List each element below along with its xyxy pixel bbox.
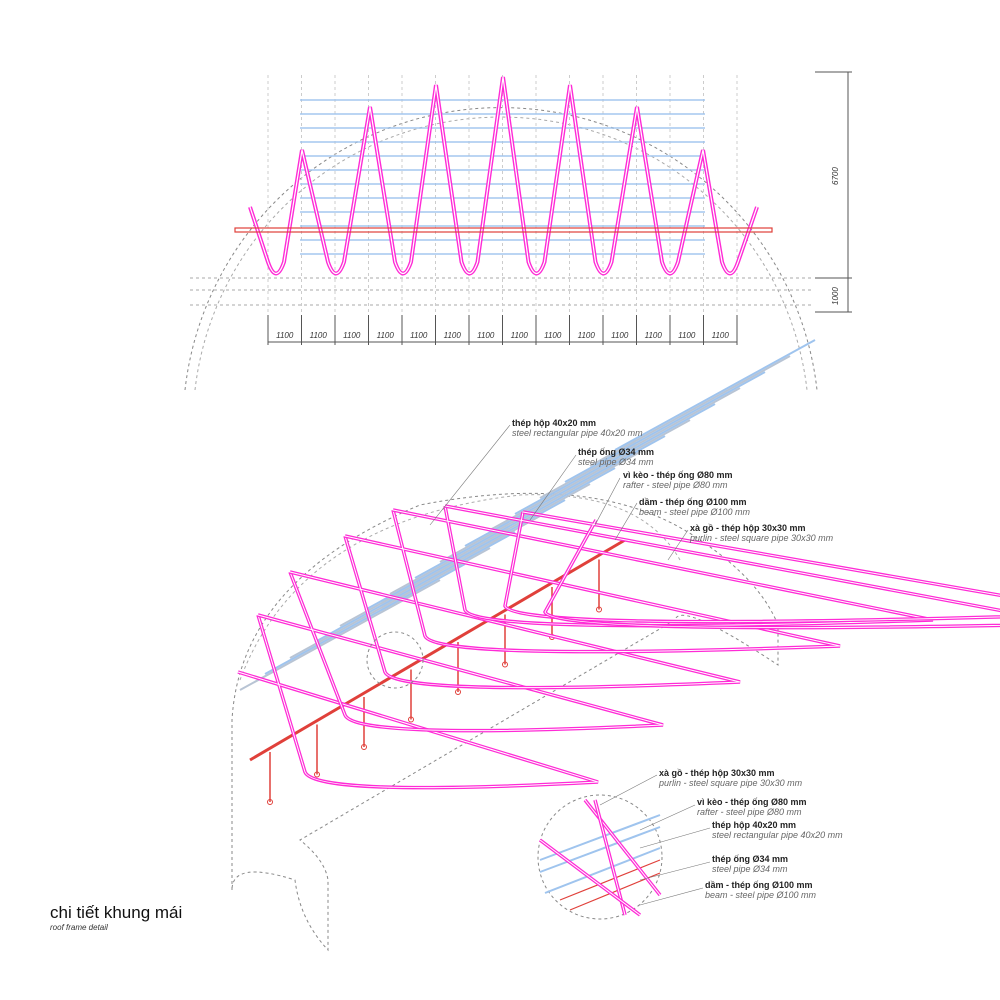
leader-line xyxy=(429,424,511,526)
purlin xyxy=(389,483,591,595)
leader-line xyxy=(599,774,658,806)
purlin xyxy=(514,403,716,515)
rafter-inner xyxy=(392,505,934,627)
spacing-label: 1100 xyxy=(343,331,361,340)
spacing-label: 1100 xyxy=(410,331,428,340)
detail-rafter-inner xyxy=(539,839,641,916)
height-dimension-label: 6700 xyxy=(831,167,840,185)
leader-line xyxy=(667,529,689,561)
purlin xyxy=(589,355,791,467)
spacing-label: 1100 xyxy=(611,331,629,340)
detail-beam xyxy=(569,872,661,911)
leader-line xyxy=(639,827,711,849)
detail-marker-circle xyxy=(366,631,424,689)
column-base xyxy=(408,716,414,723)
purlin xyxy=(264,563,466,675)
spacing-label: 1100 xyxy=(511,331,529,340)
column-base xyxy=(455,689,461,695)
rafter-inner xyxy=(522,511,1000,629)
detail-purlin xyxy=(539,826,661,873)
rafter-inner xyxy=(444,505,1000,623)
spacing-dimensions: 1100 1100 1100 1100 1100 1100 1100 1100 1100 1100… xyxy=(267,315,738,345)
spacing-label: 1100 xyxy=(645,331,663,340)
beam xyxy=(234,227,773,233)
column-base xyxy=(267,799,273,805)
detail-purlin xyxy=(544,847,661,894)
detail-rafter-inner xyxy=(594,799,626,916)
callout-leaders xyxy=(429,424,711,906)
spacing-label: 1100 xyxy=(712,331,730,340)
spacing-label: 1100 xyxy=(678,331,696,340)
isometric-view xyxy=(231,339,1000,952)
detail-circle xyxy=(366,631,663,920)
rafter xyxy=(237,614,599,790)
spacing-label: 1100 xyxy=(276,331,294,340)
purlin xyxy=(464,435,666,547)
purlin xyxy=(564,371,766,483)
purlin xyxy=(289,547,491,659)
column-base xyxy=(502,661,508,668)
column-base xyxy=(361,744,367,750)
leader-line xyxy=(639,861,711,881)
rafter-inner xyxy=(289,535,741,689)
title-main: chi tiết khung mái xyxy=(50,903,183,922)
rafter-inner xyxy=(344,509,841,653)
rafter-inner xyxy=(237,614,599,789)
rafter-zigzag xyxy=(248,76,759,276)
leader-line xyxy=(639,887,704,906)
shell-outline xyxy=(231,492,779,952)
leader-line xyxy=(594,477,621,526)
column-base xyxy=(314,771,320,778)
inner-arc xyxy=(194,116,808,391)
spacing-label: 1100 xyxy=(377,331,395,340)
title-sub: roof frame detail xyxy=(50,923,108,932)
purlin xyxy=(539,387,741,499)
purlin xyxy=(614,339,816,451)
leader-line xyxy=(614,502,638,541)
rafter-zigzag-inner xyxy=(249,76,758,275)
beam xyxy=(249,538,626,762)
detail-purlin xyxy=(539,814,661,861)
leader-line xyxy=(529,454,577,521)
column-base xyxy=(596,606,602,613)
outer-arc xyxy=(184,107,818,391)
purlin xyxy=(439,451,641,563)
leader-line xyxy=(639,804,696,831)
purlin xyxy=(314,531,516,643)
spacing-label: 1100 xyxy=(310,331,328,340)
purlin xyxy=(239,579,441,691)
drawing-title: chi tiết khung mái roof frame detail xyxy=(50,903,182,932)
base-dimension-label: 1000 xyxy=(831,287,840,305)
rafter-inner xyxy=(257,571,664,732)
spacing-label: 1100 xyxy=(544,331,562,340)
front-elevation xyxy=(184,71,852,391)
detail-beam xyxy=(559,859,661,901)
spacing-label: 1100 xyxy=(477,331,495,340)
purlin xyxy=(364,499,566,611)
shell-inner xyxy=(239,494,681,681)
spacing-label: 1100 xyxy=(444,331,462,340)
spacing-label: 1100 xyxy=(578,331,596,340)
